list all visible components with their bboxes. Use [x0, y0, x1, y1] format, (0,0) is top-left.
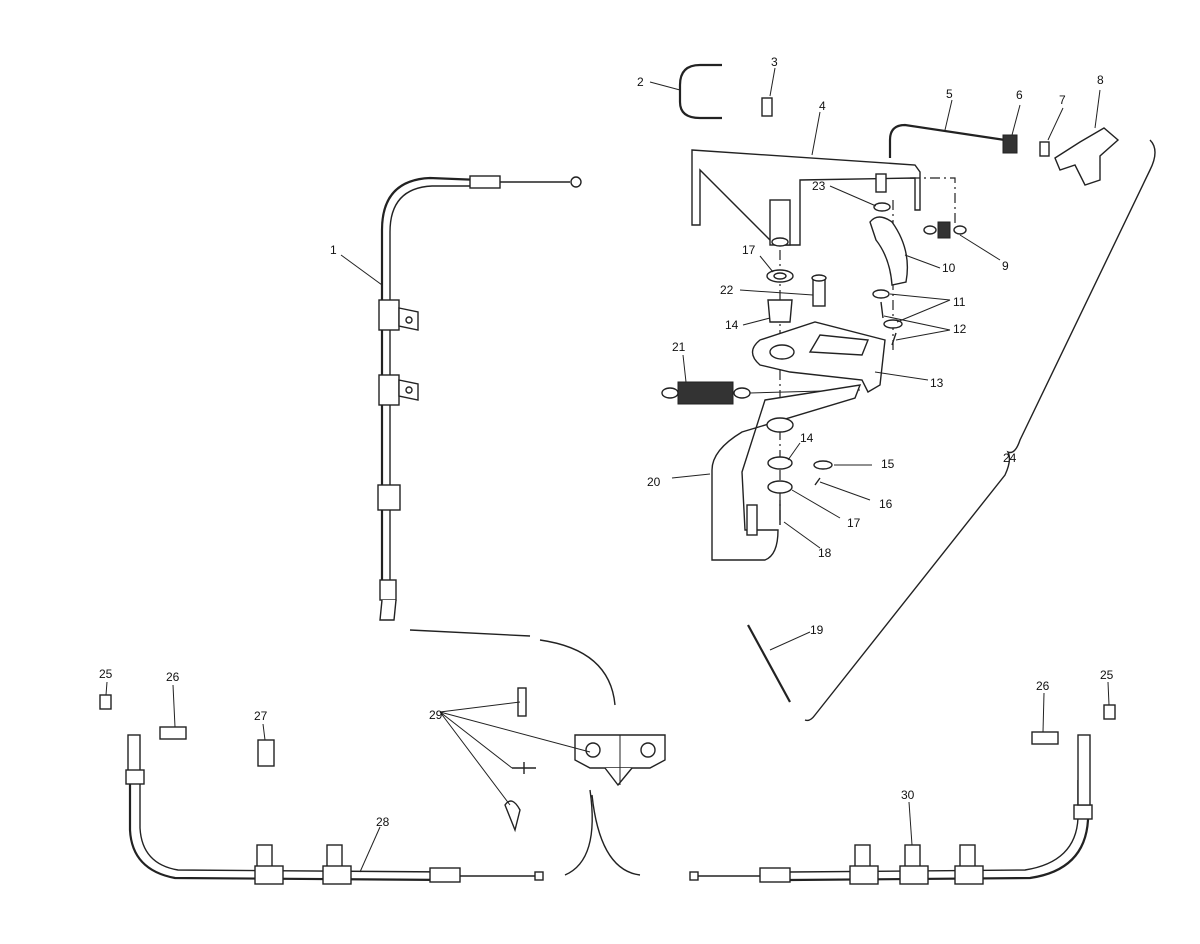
nut-3: [761, 97, 773, 117]
spring-6: [1002, 134, 1018, 154]
pin-26-right: [1031, 731, 1059, 745]
callout-13: 13: [930, 376, 944, 390]
callout-26-right: 26: [1036, 679, 1050, 693]
spring-21: [677, 381, 734, 405]
connector-arc-top: [539, 639, 616, 706]
callout-27: 27: [254, 709, 268, 723]
callout-11: 11: [953, 295, 966, 309]
washer-23: [873, 202, 891, 212]
u-clip-2: [678, 63, 722, 120]
nut-7: [1039, 141, 1050, 157]
callout-4: 4: [819, 99, 826, 113]
callout-26-left: 26: [166, 670, 180, 684]
connector-arc-bottom: [591, 794, 641, 876]
pin-26-left: [159, 726, 187, 740]
callout-7: 7: [1059, 93, 1066, 107]
washer-15: [813, 460, 833, 470]
callout-17: 17: [742, 243, 756, 257]
callout-20: 20: [647, 475, 661, 489]
callout-10: 10: [942, 261, 956, 275]
pin-16: [814, 477, 821, 486]
cable-1: [377, 175, 582, 621]
washer-11: [872, 289, 890, 299]
callout-6: 6: [1016, 88, 1023, 102]
callout-21: 21: [672, 340, 686, 354]
callout-23: 23: [812, 179, 826, 193]
bolt-27: [257, 739, 275, 767]
screw-12: [880, 301, 897, 346]
cable-28: [125, 734, 544, 885]
handle-8: [1054, 127, 1120, 186]
callout-3: 3: [771, 55, 778, 69]
washer-17: [766, 269, 794, 283]
brace-24: [804, 139, 1156, 722]
callout-12: 12: [953, 322, 967, 336]
rod-5: [888, 123, 1006, 158]
callout-30: 30: [901, 788, 915, 802]
bushing-14: [767, 299, 793, 323]
nut-25-left: [99, 694, 112, 710]
rod-19: [747, 624, 791, 703]
spring-9: [937, 221, 951, 239]
callout-14b: 14: [800, 431, 814, 445]
callout-16: 16: [879, 497, 893, 511]
callout-17b: 17: [847, 516, 861, 530]
callout-22: 22: [720, 283, 734, 297]
callout-9: 9: [1002, 259, 1009, 273]
yoke-bracket: [574, 734, 666, 787]
pin-22: [812, 277, 826, 307]
bushing-14b: [767, 456, 793, 470]
washer-17b: [767, 480, 793, 494]
bracket-20: [711, 384, 862, 561]
callout-2: 2: [637, 75, 644, 89]
leader-lines: [105, 67, 1110, 873]
callout-25-left: 25: [99, 667, 113, 681]
nut-25-right: [1103, 704, 1116, 720]
cable-30: [689, 734, 1093, 885]
callout-1: 1: [330, 243, 337, 257]
callout-24: 24: [1003, 451, 1017, 465]
pawl-10: [869, 216, 909, 286]
callout-8: 8: [1097, 73, 1104, 87]
callout-18: 18: [818, 546, 832, 560]
callout-14: 14: [725, 318, 739, 332]
callout-28: 28: [376, 815, 390, 829]
lever-4: [691, 149, 921, 247]
ratchet-plate-13: [751, 321, 886, 393]
callout-15: 15: [881, 457, 895, 471]
callout-29: 29: [429, 708, 443, 722]
callout-25-right: 25: [1100, 668, 1114, 682]
callout-5: 5: [946, 87, 953, 101]
callout-19: 19: [810, 623, 824, 637]
